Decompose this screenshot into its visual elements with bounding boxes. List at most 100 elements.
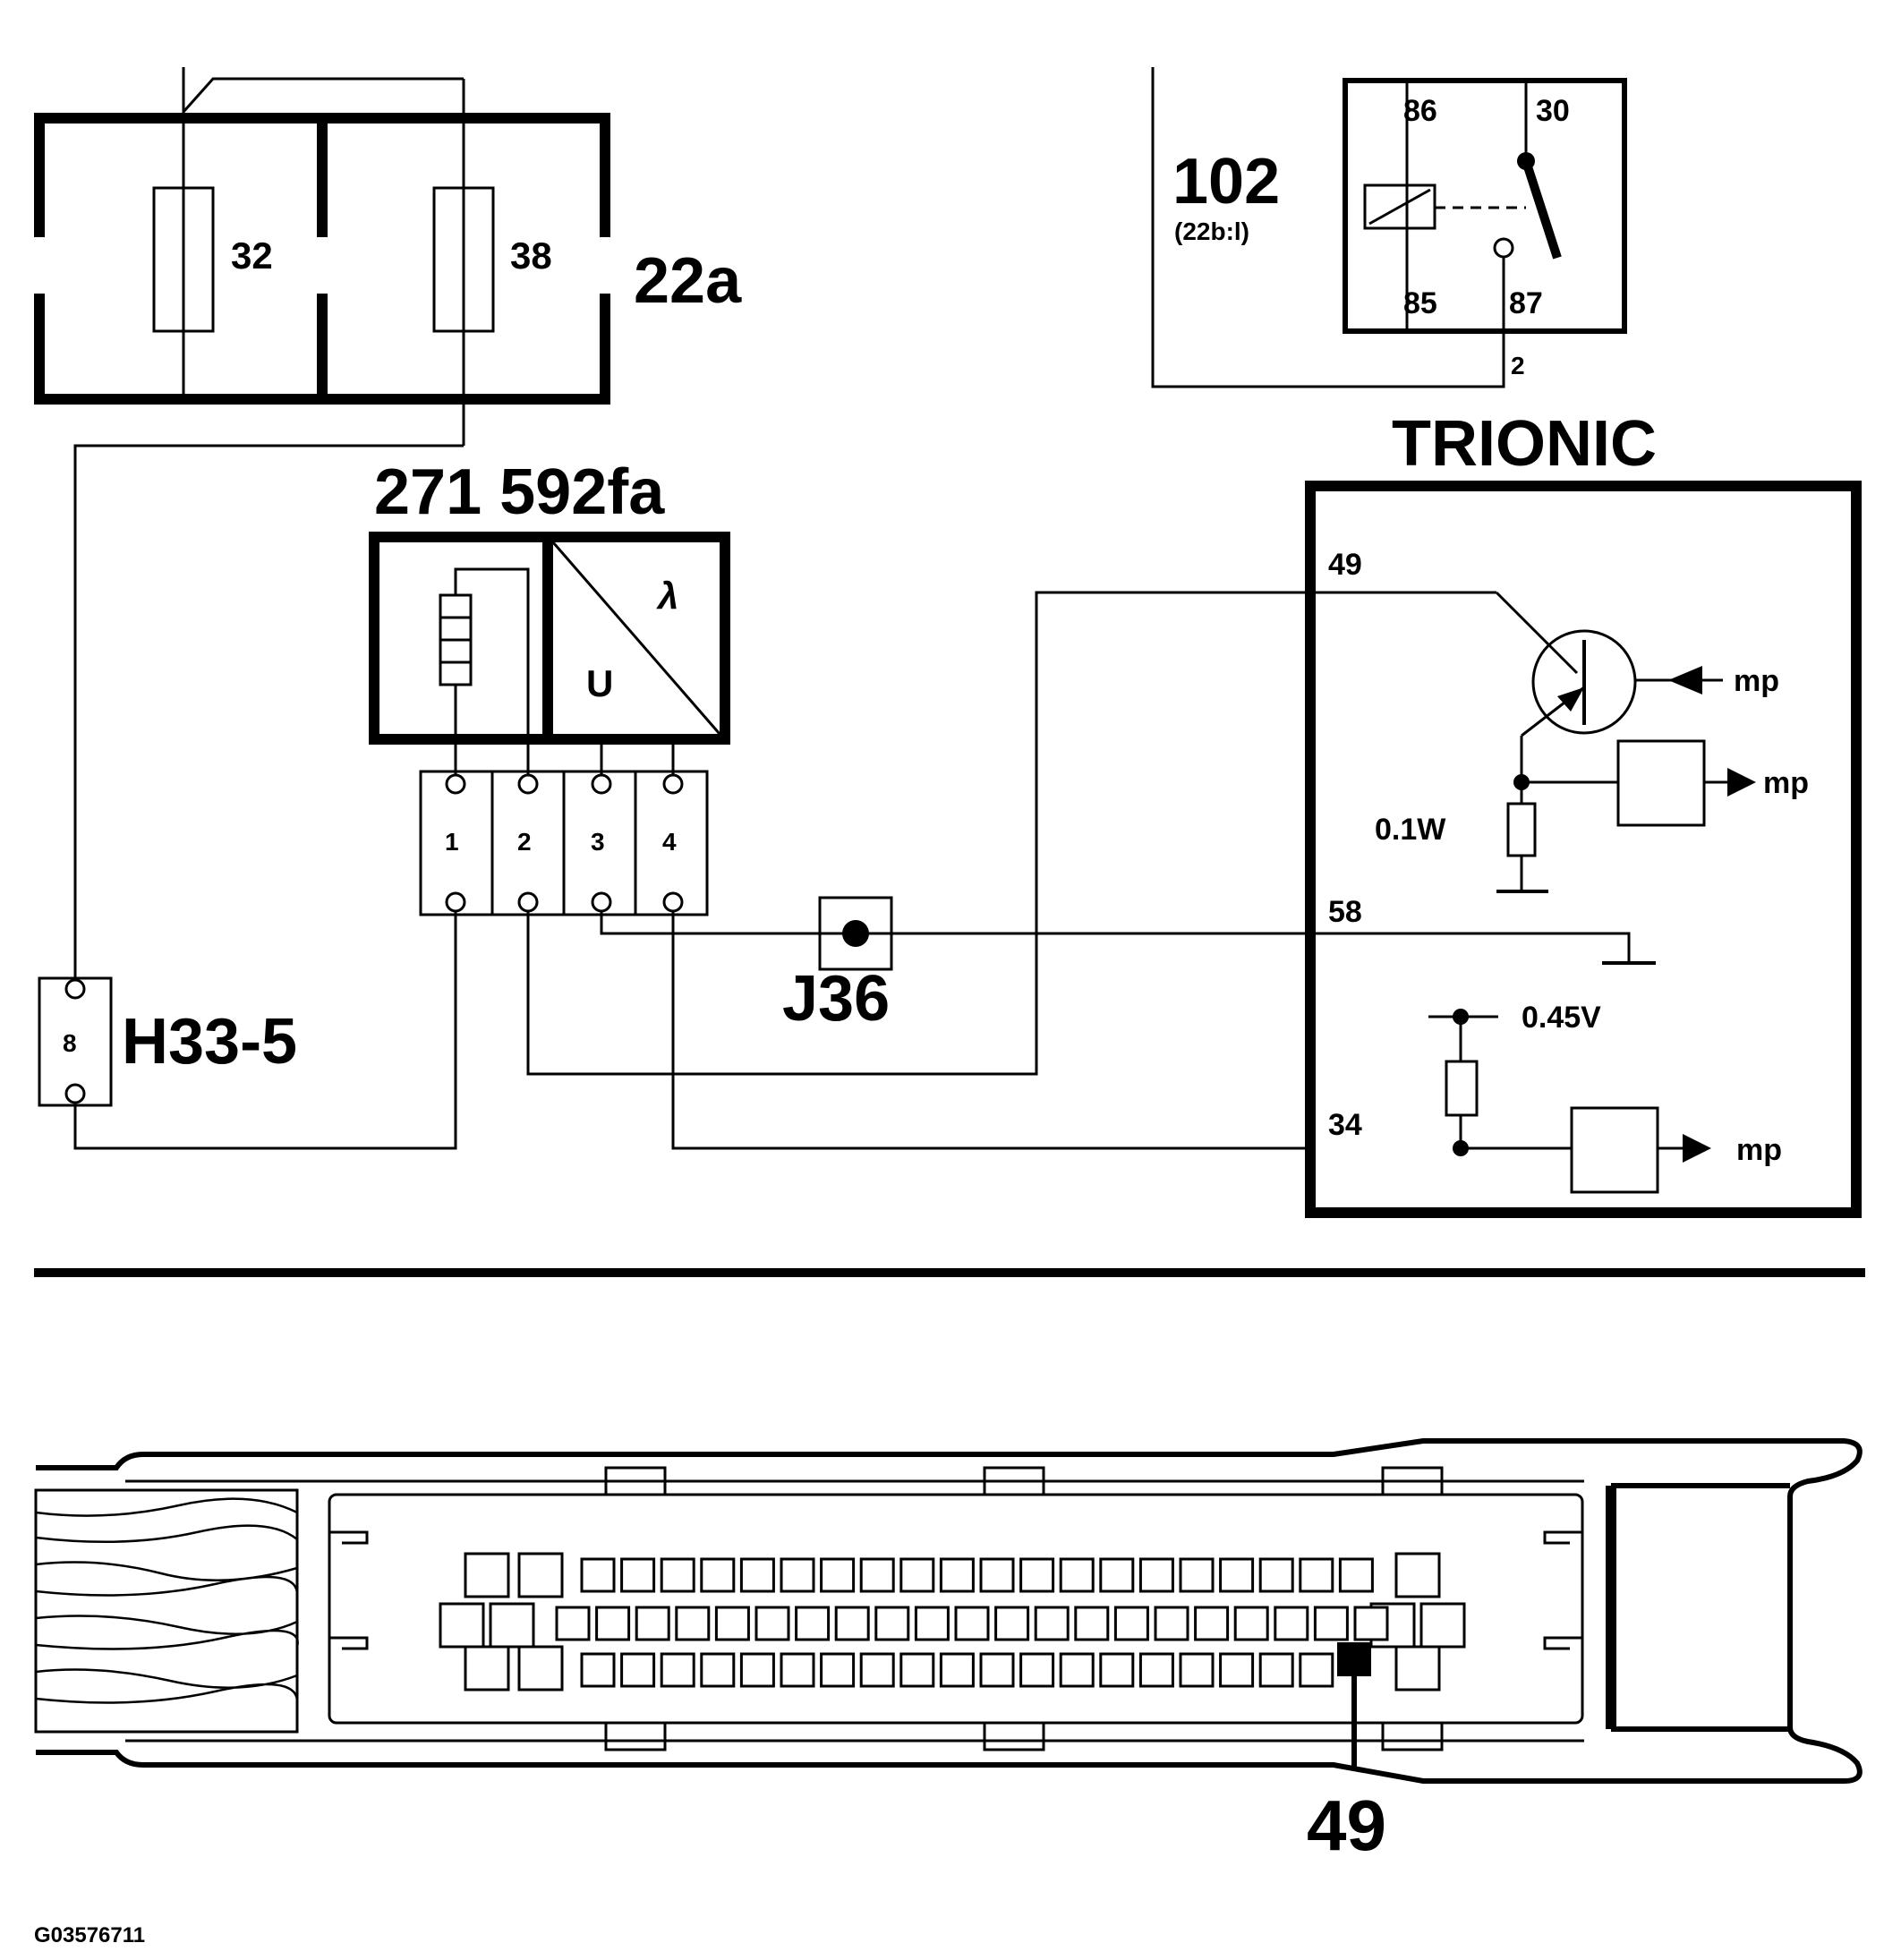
- small-pin: [1113, 1606, 1149, 1641]
- ecu-title: TRIONIC: [1392, 408, 1657, 480]
- small-pin: [1274, 1606, 1309, 1641]
- large-pin: [464, 1645, 510, 1692]
- relay-102: 86 30 85 87 102 (22b:l): [1172, 78, 1627, 334]
- junction-j36: J36: [782, 896, 893, 1035]
- large-pin: [1394, 1552, 1441, 1598]
- small-pin: [1299, 1557, 1334, 1593]
- small-pin: [1099, 1557, 1135, 1593]
- voltage-label: 0.45V: [1522, 1001, 1601, 1035]
- large-pin: [489, 1602, 535, 1649]
- small-pin: [874, 1606, 910, 1641]
- small-pin: [834, 1606, 870, 1641]
- relay-wire-label: 2: [1511, 352, 1525, 379]
- small-pin: [1219, 1557, 1255, 1593]
- trionic-ecu: TRIONIC 49 58 34 mp 0.1W mp 0.45V: [1305, 408, 1862, 1218]
- output-label-2: mp: [1763, 766, 1809, 800]
- small-pin: [1154, 1606, 1189, 1641]
- small-pin: [714, 1606, 750, 1641]
- small-pin: [1258, 1557, 1294, 1593]
- small-pin: [1099, 1652, 1135, 1688]
- small-pin: [939, 1652, 975, 1688]
- relay-pin-87: 87: [1509, 286, 1543, 320]
- small-pin: [620, 1652, 656, 1688]
- small-pin: [580, 1557, 616, 1593]
- small-pin: [795, 1606, 831, 1641]
- small-pin: [700, 1557, 736, 1593]
- small-pin: [1059, 1557, 1095, 1593]
- small-pin: [979, 1652, 1015, 1688]
- highlight-pin-label: 49: [1307, 1785, 1386, 1865]
- small-pin: [1074, 1606, 1110, 1641]
- small-pin: [994, 1606, 1030, 1641]
- large-pin: [517, 1645, 564, 1692]
- ecu-block-1: [1616, 739, 1706, 827]
- fuse-38-label: 38: [510, 234, 552, 277]
- wire-fuse38-h33: [73, 444, 464, 978]
- ecu-connector-drawing: 49: [34, 1438, 1863, 1865]
- small-pin: [820, 1557, 856, 1593]
- small-pin: [820, 1652, 856, 1688]
- small-pin: [1019, 1557, 1055, 1593]
- small-pin: [979, 1557, 1015, 1593]
- wire-h33-pin1: [73, 911, 457, 1150]
- u-label: U: [586, 662, 613, 704]
- small-pin: [780, 1652, 815, 1688]
- lambda-symbol: λ: [656, 575, 678, 617]
- small-pin: [580, 1652, 616, 1688]
- connector-h33-5: 8 H33-5: [38, 976, 297, 1107]
- small-pin: [1059, 1652, 1095, 1688]
- large-pin: [464, 1552, 510, 1598]
- small-pin: [1313, 1606, 1349, 1641]
- small-pin: [635, 1606, 670, 1641]
- ecu-pin-58: 58: [1328, 895, 1362, 929]
- small-pin: [1179, 1652, 1215, 1688]
- small-pin: [939, 1557, 975, 1593]
- small-pin: [1338, 1557, 1374, 1593]
- wire-relay-left: [1151, 67, 1505, 388]
- small-pin: [595, 1606, 631, 1641]
- wire-pin4-ecu34: [671, 911, 1310, 1150]
- resistor-label: 0.1W: [1375, 813, 1446, 847]
- h33-id: H33-5: [122, 1006, 297, 1078]
- highlighted-pin: [1337, 1642, 1371, 1676]
- ecu-pin-34: 34: [1328, 1108, 1362, 1142]
- small-pin: [1179, 1557, 1215, 1593]
- small-pin: [700, 1652, 736, 1688]
- small-pin: [1233, 1606, 1269, 1641]
- small-pin: [1194, 1606, 1230, 1641]
- small-pin: [954, 1606, 990, 1641]
- pin-rows: [439, 1552, 1466, 1692]
- small-pin: [1138, 1557, 1174, 1593]
- sensor-pin-2: 2: [517, 828, 532, 856]
- h33-pin: 8: [63, 1029, 77, 1057]
- large-pin: [439, 1602, 485, 1649]
- small-pin: [660, 1557, 695, 1593]
- small-pin: [1353, 1606, 1389, 1641]
- relay-id: 102: [1172, 146, 1280, 217]
- lambda-sensor: 271 592fa λ U: [369, 456, 730, 779]
- small-pin: [620, 1557, 656, 1593]
- relay-pin-30: 30: [1536, 94, 1570, 128]
- small-pin: [1019, 1652, 1055, 1688]
- small-pin: [739, 1557, 775, 1593]
- small-pin: [660, 1652, 695, 1688]
- small-pin: [555, 1606, 591, 1641]
- small-pin: [754, 1606, 790, 1641]
- relay-ref: (22b:l): [1174, 217, 1249, 245]
- j36-id: J36: [782, 963, 890, 1035]
- relay-pin-86: 86: [1403, 94, 1437, 128]
- small-pin: [899, 1557, 935, 1593]
- small-pin: [739, 1652, 775, 1688]
- sensor-pin-3: 3: [591, 828, 605, 856]
- sensor-connector: 1 2 3 4: [419, 770, 709, 916]
- fuse-32-label: 32: [231, 234, 273, 277]
- fuse-box-22a: 32 38 22a: [32, 67, 742, 446]
- figure-id: G03576711: [34, 1923, 145, 1947]
- sensor-pin-4: 4: [662, 828, 677, 856]
- wire-pin3-j36-ecu58: [600, 911, 1310, 935]
- output-label-1: mp: [1734, 664, 1779, 698]
- relay-pin-85: 85: [1403, 286, 1437, 320]
- large-pin: [1419, 1602, 1466, 1649]
- small-pin: [1299, 1652, 1334, 1688]
